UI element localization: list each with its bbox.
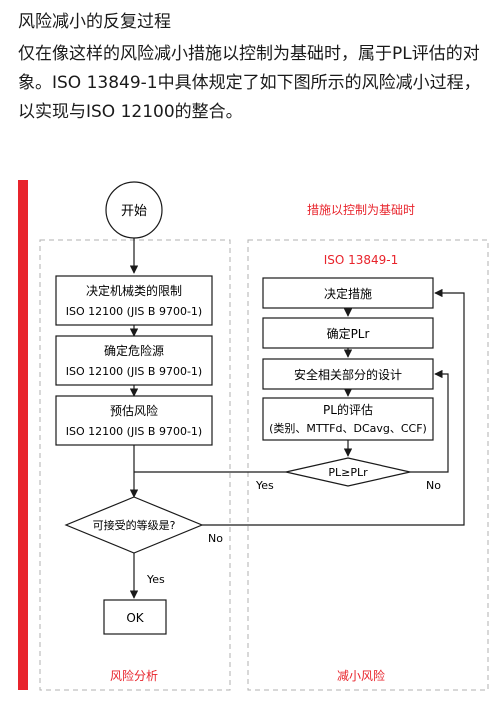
box-determine-plr <box>262 317 434 349</box>
no-label-accept: No <box>208 532 223 545</box>
box-hazard-title: 确定危险源 <box>104 343 164 358</box>
ok-label: OK <box>126 611 144 625</box>
box-pl-evaluation-title: PL的评估 <box>323 402 373 417</box>
box-machine-limits <box>55 275 213 326</box>
risk-reduction-label: 减小风险 <box>337 668 385 683</box>
box-risk-estimation <box>55 395 213 446</box>
risk-analysis-label: 风险分析 <box>110 668 158 683</box>
decision-acceptable <box>64 496 204 554</box>
box-machine-limits-title: 决定机械类的限制 <box>86 283 182 298</box>
box-machine-limits-ref: ISO 12100 (JIS B 9700-1) <box>66 305 202 318</box>
start-label: 开始 <box>121 204 147 219</box>
box-safety-design-label: 安全相关部分的设计 <box>294 367 402 382</box>
box-determine-plr-label: 确定PLr <box>327 326 370 341</box>
box-hazard-ref: ISO 12100 (JIS B 9700-1) <box>66 365 202 378</box>
red-accent-bar <box>18 180 28 690</box>
decision-pl-label: PL≥PLr <box>328 466 368 479</box>
ok-box <box>103 599 167 635</box>
box-hazard-identification <box>55 335 213 386</box>
box-safety-design <box>262 358 434 390</box>
no-label-pl: No <box>426 479 441 492</box>
box-pl-evaluation-detail: (类别、MTTFd、DCavg、CCF) <box>269 421 427 435</box>
yes-label-accept: Yes <box>146 573 165 586</box>
section-heading: 风险减小的反复过程 <box>18 12 171 32</box>
box-risk-estimation-ref: ISO 12100 (JIS B 9700-1) <box>66 425 202 438</box>
box-risk-estimation-title: 预估风险 <box>110 403 158 418</box>
decision-acceptable-label: 可接受的等级是? <box>93 518 176 532</box>
iso13849-label: ISO 13849-1 <box>324 253 399 267</box>
yes-label-pl: Yes <box>255 479 274 492</box>
box-pl-evaluation <box>262 397 434 441</box>
box-decide-measures-label: 决定措施 <box>324 286 372 301</box>
risk-reduction-region <box>247 239 489 691</box>
risk-analysis-region <box>39 239 231 691</box>
control-based-label: 措施以控制为基础时 <box>307 203 415 217</box>
decision-pl <box>285 457 411 487</box>
intro-paragraph: 仅在像这样的风险减小措施以控制为基础时，属于PL评估的对象。ISO 13849-… <box>18 44 481 122</box>
